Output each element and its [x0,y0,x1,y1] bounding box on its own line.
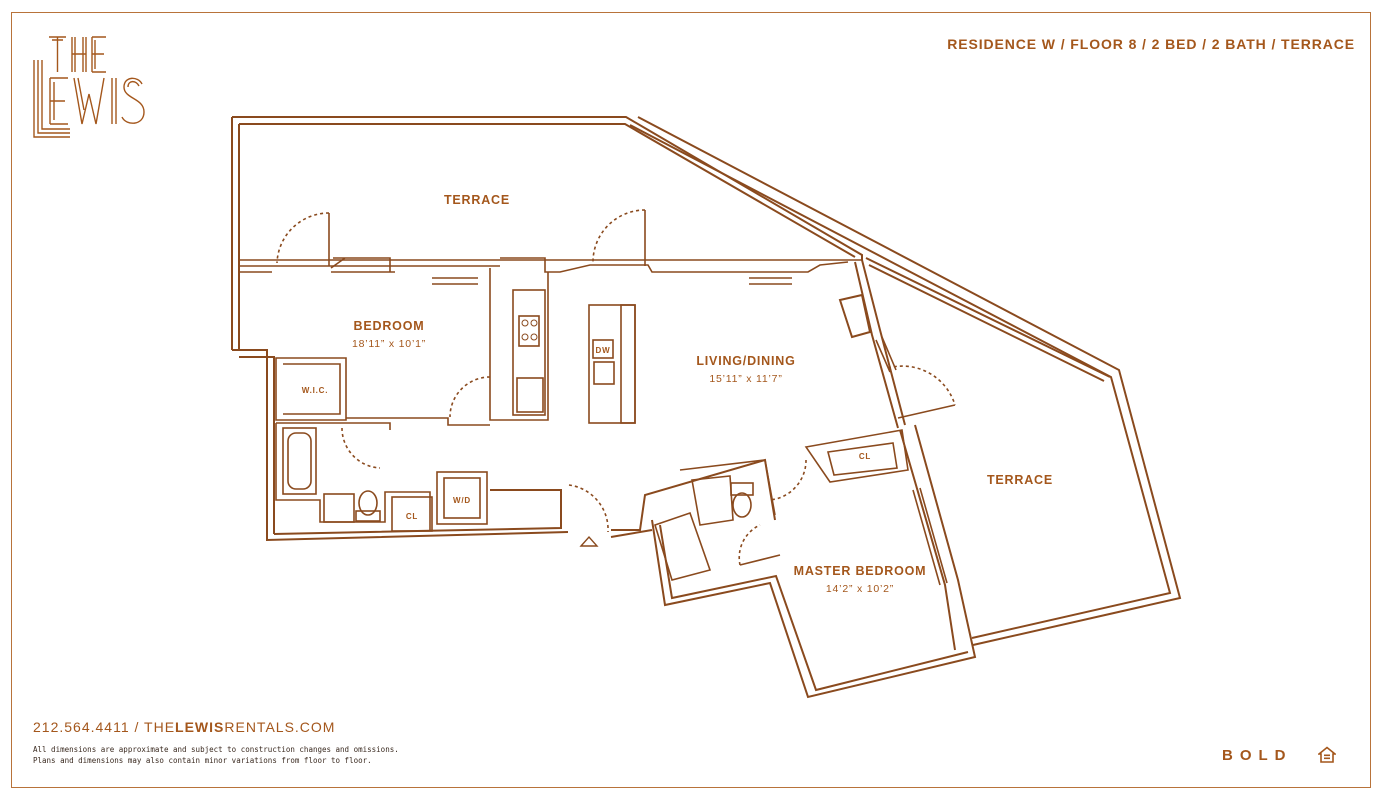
page-frame [11,12,1371,788]
master-bedroom-size: 14’2” x 10’2” [826,583,894,595]
bedroom-label: BEDROOM [354,319,425,333]
disclaimer-line-1: All dimensions are approximate and subje… [33,745,399,754]
disclaimer: All dimensions are approximate and subje… [33,744,399,766]
closet-hall-label: CL [406,512,418,521]
bedroom-size: 18’11” x 10’1” [352,338,426,350]
disclaimer-line-2: Plans and dimensions may also contain mi… [33,756,372,765]
dishwasher-label: DW [596,346,611,355]
contact-separator: / [129,719,145,735]
website-link[interactable]: THELEWISRENTALS.COM [144,719,336,735]
developer-logo: BOLD [1222,747,1293,764]
closet-master-label: CL [859,452,871,461]
wic-label: W.I.C. [302,386,329,395]
living-label: LIVING/DINING [696,354,795,368]
master-bedroom-label: MASTER BEDROOM [794,564,927,578]
terrace-east-label: TERRACE [987,473,1053,487]
stove-icon [521,319,538,341]
phone-number[interactable]: 212.564.4411 [33,719,130,735]
living-size: 15’11” x 11’7” [709,373,782,385]
contact-line: 212.564.4411 / THELEWISRENTALS.COM [33,719,335,735]
the-lewis-logo [33,36,145,138]
entry-arrow-icon [579,535,599,547]
washer-dryer-label: W/D [453,496,471,505]
terrace-north-label: TERRACE [444,193,510,207]
equal-housing-icon [1318,746,1336,763]
residence-info: RESIDENCE W / FLOOR 8 / 2 BED / 2 BATH /… [947,36,1355,52]
